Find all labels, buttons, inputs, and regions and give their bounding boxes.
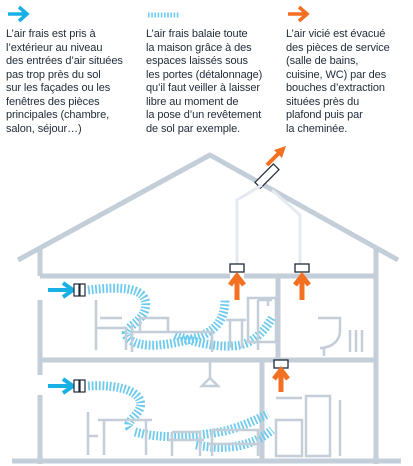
legend-line: la pose d’un revêtement bbox=[146, 109, 262, 121]
chair bbox=[86, 412, 98, 455]
pendant-lamp bbox=[198, 360, 222, 388]
kitchen-counter bbox=[274, 418, 304, 458]
chimney-icon bbox=[254, 146, 286, 190]
dining-table bbox=[98, 418, 152, 455]
legend-line: situées près du bbox=[286, 95, 360, 108]
kitchen-shelf bbox=[276, 396, 342, 456]
bathroom-sink bbox=[226, 318, 246, 348]
air-inlet-icon bbox=[73, 283, 86, 393]
legend-line: des pièces de service bbox=[286, 41, 390, 54]
legend-airflow-text: L’air frais balaie toute la maison grâce… bbox=[146, 28, 286, 136]
legend-line: la maison grâce à des bbox=[146, 41, 252, 54]
bed bbox=[130, 316, 214, 352]
fridge bbox=[304, 394, 332, 458]
legend-fresh-air-arrow-icon bbox=[8, 5, 30, 23]
legend-line: libre au moment de bbox=[146, 95, 239, 108]
legend-line: cuisine, WC) par des bbox=[286, 68, 387, 81]
legend-line: fenêtres des pièces bbox=[6, 95, 100, 108]
legend-line: sur les façades ou les bbox=[6, 82, 111, 94]
stale-air-arrows bbox=[228, 271, 311, 392]
legend-line: principales (chambre, bbox=[6, 109, 110, 121]
legend-line: la cheminée. bbox=[286, 122, 348, 135]
legend-line: l’extérieur au niveau bbox=[6, 41, 103, 54]
legend-line: de sol par exemple. bbox=[146, 122, 241, 135]
fresh-air-arrows bbox=[48, 281, 77, 395]
legend-line: les portes (détalonnage) bbox=[146, 68, 263, 81]
legend-line: espaces laissés sous bbox=[146, 55, 248, 67]
legend-stale-air-text: L’air vicié est évacué des pièces de ser… bbox=[286, 28, 413, 136]
legend-line: L’air frais balaie toute bbox=[146, 28, 248, 40]
furniture-upper bbox=[94, 296, 364, 356]
legend-line: (salle de bains, bbox=[286, 55, 359, 67]
legend-line: salon, séjour…) bbox=[6, 122, 82, 135]
legend-fresh-air-text: L’air frais est pris à l’extérieur au ni… bbox=[6, 28, 146, 136]
armchair bbox=[168, 430, 204, 456]
legend-line: plafond puis par bbox=[286, 109, 363, 121]
legend-line: des entrées d’air situées bbox=[6, 55, 123, 67]
legend-line: qu’il faut veiller à laisser bbox=[146, 82, 260, 94]
legend-line: L’air vicié est évacué bbox=[286, 28, 386, 40]
radiator bbox=[348, 330, 364, 352]
roof bbox=[16, 152, 400, 263]
fresh-air-flow-paths bbox=[87, 283, 276, 452]
legend-stale-air-arrow-icon bbox=[288, 5, 310, 23]
bed-left bbox=[94, 300, 128, 350]
legend-line: pas trop près du sol bbox=[6, 68, 101, 81]
shower-cabin bbox=[246, 296, 278, 344]
sofa bbox=[208, 428, 262, 456]
toilet bbox=[318, 316, 342, 356]
house-outline bbox=[12, 152, 401, 464]
legend-airflow-dashes-icon bbox=[148, 12, 180, 18]
furniture-lower bbox=[86, 360, 342, 458]
legend-line: L’air frais est pris à bbox=[6, 28, 96, 40]
legend-line: bouches d’extraction bbox=[286, 82, 385, 94]
